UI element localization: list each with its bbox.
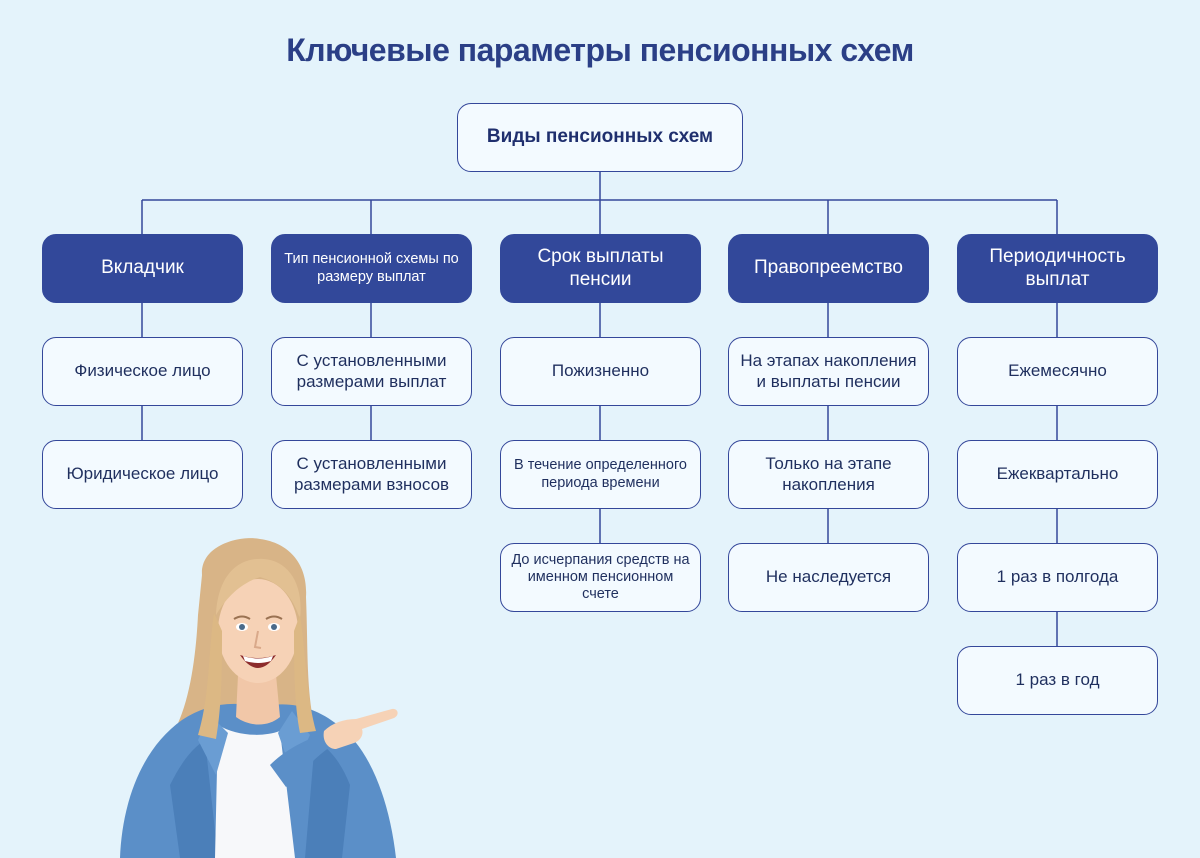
item-monthly: Ежемесячно — [957, 337, 1158, 406]
item-annual: 1 раз в год — [957, 646, 1158, 715]
woman-pointing-illustration — [120, 538, 398, 858]
item-fixed-contributions: С установленными размерами взносов — [271, 440, 472, 509]
item-until-exhausted: До исчерпания средств на именном пенсион… — [500, 543, 701, 612]
category-succession: Правопреемство — [728, 234, 929, 303]
item-legal-entity: Юридическое лицо — [42, 440, 243, 509]
item-accumulation-only: Только на этапе накопления — [728, 440, 929, 509]
item-individual: Физическое лицо — [42, 337, 243, 406]
item-fixed-payouts: С установленными размерами выплат — [271, 337, 472, 406]
page-title: Ключевые параметры пенсионных схем — [286, 32, 914, 68]
category-payout-frequency: Периодичность выплат — [957, 234, 1158, 303]
category-scheme-type: Тип пенсионной схемы по размеру выплат — [271, 234, 472, 303]
category-payout-term: Срок выплаты пенсии — [500, 234, 701, 303]
item-fixed-period: В течение определенного периода времени — [500, 440, 701, 509]
category-contributor: Вкладчик — [42, 234, 243, 303]
item-accumulation-and-payout: На этапах накопления и выплаты пенсии — [728, 337, 929, 406]
item-semiannual: 1 раз в полгода — [957, 543, 1158, 612]
root-node: Виды пенсионных схем — [457, 103, 743, 172]
item-quarterly: Ежеквартально — [957, 440, 1158, 509]
item-not-inherited: Не наследуется — [728, 543, 929, 612]
item-lifelong: Пожизненно — [500, 337, 701, 406]
